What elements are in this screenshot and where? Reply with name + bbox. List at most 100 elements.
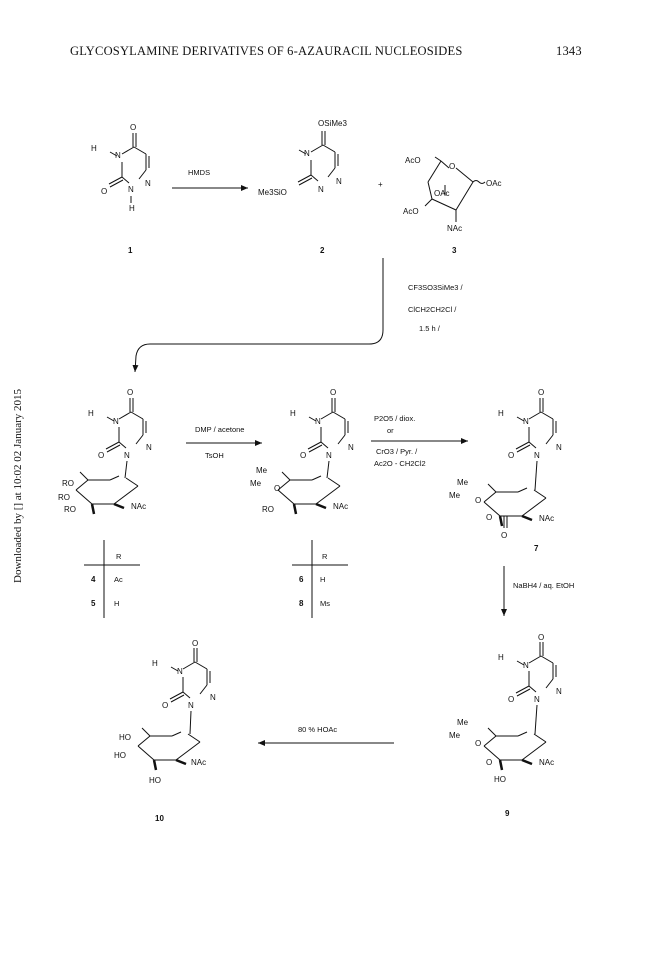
compound-9-sugar — [482, 726, 548, 772]
atom-label: H — [129, 204, 135, 213]
atom-label: O — [486, 513, 492, 522]
atom-label: N — [146, 443, 152, 452]
running-header-title: GLYCOSYLAMINE DERIVATIVES OF 6-AZAURACIL… — [70, 44, 463, 58]
atom-label: AcO — [403, 207, 419, 216]
reagent-line: ClCH2CH2Cl / — [408, 305, 457, 314]
atom-label: Me — [250, 479, 262, 488]
atom-label: O — [98, 451, 104, 460]
table-cell: Ms — [320, 599, 330, 608]
atom-label: N — [188, 701, 194, 710]
plus-sign: + — [378, 180, 383, 189]
atom-label: O — [508, 451, 514, 460]
atom-label: H — [91, 144, 97, 153]
reagent-hoac: 80 % HOAc — [298, 725, 337, 734]
atom-label: Me — [256, 466, 268, 475]
compound-4-5-sugar — [74, 470, 140, 516]
atom-label: O — [508, 695, 514, 704]
atom-label: HO — [114, 751, 126, 760]
atom-label: RO — [64, 505, 76, 514]
atom-label: O — [475, 739, 481, 748]
reagent-line: DMP / acetone — [195, 425, 244, 434]
atom-label: Me3SiO — [258, 188, 287, 197]
atom-label: N — [556, 443, 562, 452]
table-header: R — [116, 552, 122, 561]
atom-label: RO — [62, 479, 74, 488]
compound-number-3: 3 — [452, 246, 457, 255]
atom-label: HO — [119, 733, 131, 742]
atom-label: Me — [449, 491, 461, 500]
reagent-line: 1.5 h / — [419, 324, 441, 333]
compound-2-structure — [297, 130, 339, 186]
atom-label: H — [290, 409, 296, 418]
reagent-line: TsOH — [205, 451, 224, 460]
atom-label: N — [556, 687, 562, 696]
table-cell: H — [320, 575, 325, 584]
atom-label: OAc — [434, 189, 450, 198]
reagent-line: Ac2O - CH2Cl2 — [374, 459, 426, 468]
atom-label: RO — [58, 493, 70, 502]
page-number: 1343 — [556, 44, 582, 58]
atom-label: O — [538, 633, 544, 642]
atom-label: O — [192, 639, 198, 648]
atom-label: N — [113, 417, 119, 426]
compound-number-5: 5 — [91, 599, 96, 608]
atom-label: O — [449, 162, 455, 171]
atom-label: NAc — [539, 514, 554, 523]
atom-label: N — [304, 149, 310, 158]
compound-4-5-base — [105, 397, 147, 453]
atom-label: O — [538, 388, 544, 397]
atom-label: N — [115, 151, 121, 160]
compound-6-8-base — [307, 397, 349, 453]
atom-label: O — [486, 758, 492, 767]
compound-number-2: 2 — [320, 246, 325, 255]
atom-label: N — [145, 179, 151, 188]
atom-label: N — [124, 451, 130, 460]
compound-6-8-sugar — [276, 470, 342, 516]
compound-7-sugar — [482, 482, 548, 528]
atom-label: N — [210, 693, 216, 702]
atom-label: O — [475, 496, 481, 505]
table-cell: Ac — [114, 575, 123, 584]
atom-label: N — [128, 185, 134, 194]
atom-label: O — [130, 123, 136, 132]
atom-label: Me — [457, 718, 469, 727]
compound-7-base — [515, 397, 557, 453]
atom-label: H — [152, 659, 158, 668]
atom-label: NAc — [539, 758, 554, 767]
atom-label: NAc — [191, 758, 206, 767]
reagent-line: P2O5 / diox. — [374, 414, 415, 423]
atom-label: O — [101, 187, 107, 196]
compound-number-1: 1 — [128, 246, 133, 255]
reagent-nabh4: NaBH4 / aq. EtOH — [513, 581, 574, 590]
reagent-line: CrO3 / Pyr. / — [376, 447, 418, 456]
substituent-table-4-5 — [84, 540, 140, 618]
table-cell: H — [114, 599, 119, 608]
atom-label: H — [498, 409, 504, 418]
substituent-table-6-8 — [292, 540, 348, 618]
compound-number-6: 6 — [299, 575, 304, 584]
table-header: R — [322, 552, 328, 561]
compound-number-10: 10 — [155, 814, 164, 823]
atom-label: Me — [457, 478, 469, 487]
compound-10-base — [169, 647, 211, 703]
atom-label: O — [162, 701, 168, 710]
compound-3-structure — [424, 156, 486, 222]
reagent-line: CF3SO3SiMe3 / — [408, 283, 464, 292]
atom-label: NAc — [131, 502, 146, 511]
compound-number-9: 9 — [505, 809, 510, 818]
atom-label: O — [274, 484, 280, 493]
atom-label: N — [177, 667, 183, 676]
atom-label: N — [534, 695, 540, 704]
atom-label: O — [330, 388, 336, 397]
atom-label: O — [501, 531, 507, 540]
atom-label: NAc — [333, 502, 348, 511]
atom-label: N — [315, 417, 321, 426]
atom-label: N — [534, 451, 540, 460]
atom-label: HO — [494, 775, 506, 784]
atom-label: N — [348, 443, 354, 452]
atom-label: N — [523, 417, 529, 426]
compound-1-structure — [108, 132, 150, 188]
atom-label: Me — [449, 731, 461, 740]
compound-9-base — [515, 641, 557, 697]
